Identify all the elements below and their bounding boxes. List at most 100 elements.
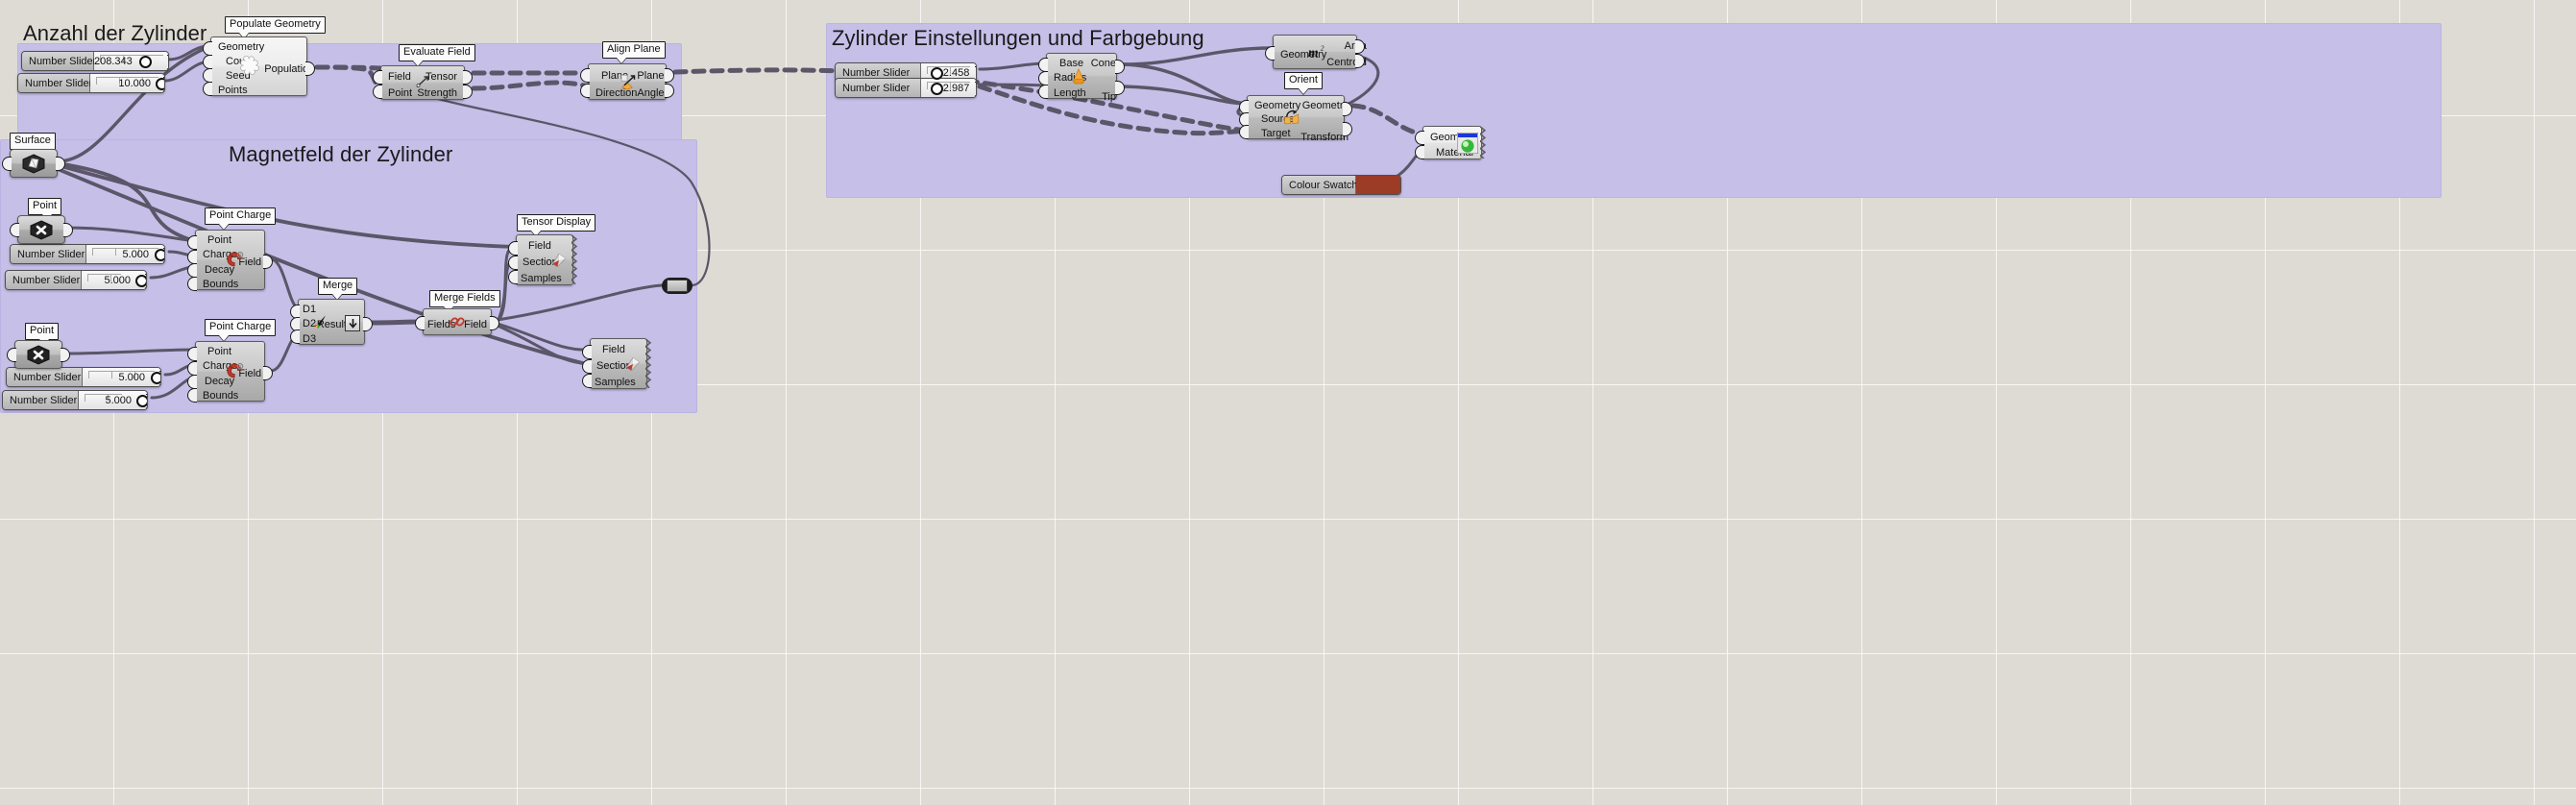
group-panel-zylinder[interactable] <box>826 23 2442 198</box>
node-point-charge-1[interactable]: Point Charge Decay Bounds Field <box>187 230 273 291</box>
slider-track[interactable]: 12.987 <box>921 79 976 97</box>
slider-grip[interactable] <box>135 275 146 287</box>
input-nub-field[interactable] <box>508 241 518 256</box>
input-nub-decay[interactable] <box>187 263 197 278</box>
slider-track[interactable]: 12.458 <box>921 63 976 82</box>
input-nub-geometry[interactable] <box>203 41 212 56</box>
number-slider-seed[interactable]: Number Slider 10.000 <box>17 73 165 93</box>
port-out-plane[interactable]: Plane <box>637 69 665 82</box>
output-nub-plane[interactable] <box>665 68 674 83</box>
output-nub-geometry[interactable] <box>1343 102 1352 116</box>
param-point-1[interactable] <box>10 215 73 244</box>
output-nub[interactable] <box>61 348 70 362</box>
input-nub-field[interactable] <box>373 70 382 85</box>
slider-track[interactable]: 5.000 <box>86 245 164 263</box>
number-slider-charge-1[interactable]: Number Slider 5.000 <box>10 244 165 264</box>
output-nub-field[interactable] <box>490 316 499 330</box>
slider-grip[interactable] <box>155 249 164 261</box>
node-tensor-display-2[interactable]: Field Section Samples <box>582 338 652 389</box>
input-nub[interactable] <box>7 348 16 362</box>
wire-relay[interactable] <box>662 278 693 294</box>
slider-grip[interactable] <box>931 67 944 80</box>
port-in-length[interactable]: Length <box>1054 86 1086 99</box>
port-in-d3[interactable]: D3 <box>303 332 317 345</box>
output-nub-field[interactable] <box>263 255 273 269</box>
input-nub-section[interactable] <box>508 256 518 270</box>
input-nub-material[interactable] <box>1415 145 1424 159</box>
port-in-point[interactable]: Point <box>207 346 232 358</box>
input-nub[interactable] <box>10 223 19 237</box>
port-out-angle[interactable]: Angle <box>637 86 665 99</box>
input-nub-point[interactable] <box>187 347 197 361</box>
input-nub-radius[interactable] <box>1038 71 1048 85</box>
port-out-field[interactable]: Field <box>464 318 487 330</box>
node-tensor-display-1[interactable]: Field Section Samples <box>508 234 578 285</box>
output-nub-field[interactable] <box>263 366 273 380</box>
input-nub-geometry[interactable] <box>1415 131 1424 145</box>
output-nub-tensor[interactable] <box>463 70 473 85</box>
number-slider-charge-2[interactable]: Number Slider 5.000 <box>6 367 161 387</box>
colour-swatch[interactable]: Colour Swatch <box>1281 175 1401 195</box>
input-nub-fields[interactable] <box>415 316 425 330</box>
output-nub-transform[interactable] <box>1343 122 1352 136</box>
input-nub-points[interactable] <box>203 82 212 96</box>
node-orient[interactable]: Geometry Source Target Geometry Transfor… <box>1239 95 1352 143</box>
slider-track[interactable]: 5.000 <box>83 368 160 386</box>
slider-grip[interactable] <box>139 56 153 68</box>
node-evaluate-field[interactable]: Field Point Tensor Strength <box>373 65 473 100</box>
param-surface[interactable] <box>2 149 65 178</box>
port-in-target[interactable]: Target <box>1261 128 1291 140</box>
number-slider-decay-2[interactable]: Number Slider 5.000 <box>2 390 148 410</box>
output-nub-result[interactable] <box>363 317 373 331</box>
output-nub[interactable] <box>975 82 976 96</box>
port-in-field[interactable]: Field <box>602 344 625 355</box>
node-populate-geometry[interactable]: Geometry Count Seed Points Population <box>203 37 315 96</box>
number-slider-radius[interactable]: Number Slider 12.458 <box>835 62 977 83</box>
node-custom-preview[interactable]: Geometry Material <box>1415 126 1487 159</box>
node-area[interactable]: Geometry Area Centroid m 2 <box>1265 35 1367 69</box>
input-nub-seed[interactable] <box>203 68 212 83</box>
port-out-geometry[interactable]: Geometry <box>1301 100 1349 111</box>
slider-track[interactable]: 5.000 <box>82 271 146 289</box>
node-align-plane[interactable]: Plane Direction Plane Angle <box>580 63 674 100</box>
slider-grip[interactable] <box>151 372 160 384</box>
input-nub-bounds[interactable] <box>187 277 197 291</box>
slider-track[interactable]: 10.000 <box>90 74 164 92</box>
colour-swatch-chip[interactable] <box>1356 176 1400 194</box>
output-nub-strength[interactable] <box>463 85 473 99</box>
port-in-samples[interactable]: Samples <box>595 377 636 388</box>
merge-flag-button[interactable] <box>345 315 360 331</box>
number-slider-decay-1[interactable]: Number Slider 5.000 <box>5 270 147 290</box>
output-nub[interactable] <box>167 55 168 69</box>
input-nub-bounds[interactable] <box>187 388 197 402</box>
port-in-samples[interactable]: Samples <box>521 273 562 284</box>
input-nub-d3[interactable] <box>290 329 300 344</box>
output-nub-angle[interactable] <box>665 84 674 98</box>
output-nub[interactable] <box>63 223 73 237</box>
param-point-2[interactable] <box>7 340 70 369</box>
input-nub-charge[interactable] <box>187 361 197 376</box>
slider-grip[interactable] <box>931 83 944 95</box>
input-nub-section[interactable] <box>582 359 592 374</box>
output-nub-centroid[interactable] <box>1355 54 1365 68</box>
port-in-field[interactable]: Field <box>528 240 551 252</box>
node-point-charge-2[interactable]: Point Charge Decay Bounds Field <box>187 341 273 402</box>
input-nub-count[interactable] <box>203 55 212 69</box>
port-in-points[interactable]: Points <box>218 85 248 96</box>
node-merge[interactable]: D1 D2 D3 Result <box>290 299 373 345</box>
port-in-field[interactable]: Field <box>388 71 411 83</box>
port-in-geometry[interactable]: Geometry <box>218 41 265 53</box>
input-nub-field[interactable] <box>582 345 592 359</box>
input-nub-samples[interactable] <box>582 374 592 388</box>
output-nub-cone[interactable] <box>1115 60 1125 74</box>
input-nub-plane[interactable] <box>580 68 590 83</box>
output-nub-population[interactable] <box>305 61 315 76</box>
port-in-point[interactable]: Point <box>207 234 232 247</box>
input-nub-geometry[interactable] <box>1265 46 1275 61</box>
output-nub-area[interactable] <box>1355 39 1365 54</box>
slider-track[interactable]: 208.343 <box>94 52 168 70</box>
input-nub-target[interactable] <box>1239 125 1249 139</box>
input-nub[interactable] <box>2 157 12 171</box>
input-nub-point[interactable] <box>373 85 382 99</box>
